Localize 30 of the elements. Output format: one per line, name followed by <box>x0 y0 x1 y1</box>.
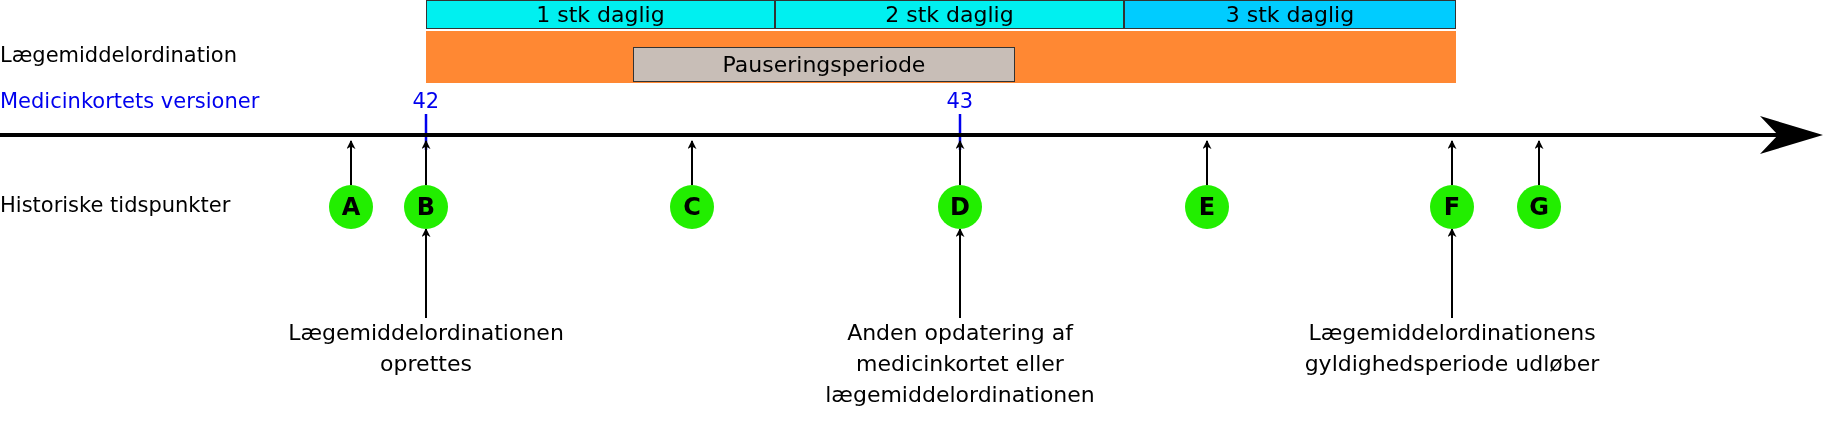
time-point-circle: D <box>938 185 982 229</box>
row-label: Historiske tidspunkter <box>0 192 231 219</box>
row-label: Lægemiddelordination <box>0 42 237 69</box>
arrow <box>1534 140 1544 186</box>
time-point-circle: G <box>1517 185 1561 229</box>
arrow <box>421 140 431 186</box>
time-point-circle: E <box>1185 185 1229 229</box>
arrow <box>1447 140 1457 186</box>
time-point-circle: C <box>670 185 714 229</box>
time-point-circle: A <box>329 185 373 229</box>
arrow <box>955 140 965 186</box>
dosage-bar: 2 stk daglig <box>775 0 1124 29</box>
pause-bar: Pauseringsperiode <box>633 47 1015 82</box>
arrow <box>955 228 965 319</box>
version-number: 42 <box>412 88 440 115</box>
dosage-bar: 1 stk daglig <box>426 0 775 29</box>
arrow <box>346 140 356 186</box>
arrow <box>1202 140 1212 186</box>
event-note: Lægemiddelordinationen oprettes <box>246 318 606 382</box>
row-label: Medicinkortets versioner <box>0 88 260 115</box>
dosage-bar: 3 stk daglig <box>1124 0 1456 29</box>
event-note: Anden opdatering af medicinkortet eller lægemiddelordinationen <box>780 318 1140 412</box>
version-number: 43 <box>946 88 974 115</box>
event-note: Lægemiddelordinationens gyldighedsperiode udløber <box>1272 318 1632 382</box>
time-point-circle: B <box>404 185 448 229</box>
time-point-circle: F <box>1430 185 1474 229</box>
arrow <box>1447 228 1457 319</box>
arrow <box>421 228 431 319</box>
arrow <box>687 140 697 186</box>
ordination-bar <box>426 31 1456 83</box>
